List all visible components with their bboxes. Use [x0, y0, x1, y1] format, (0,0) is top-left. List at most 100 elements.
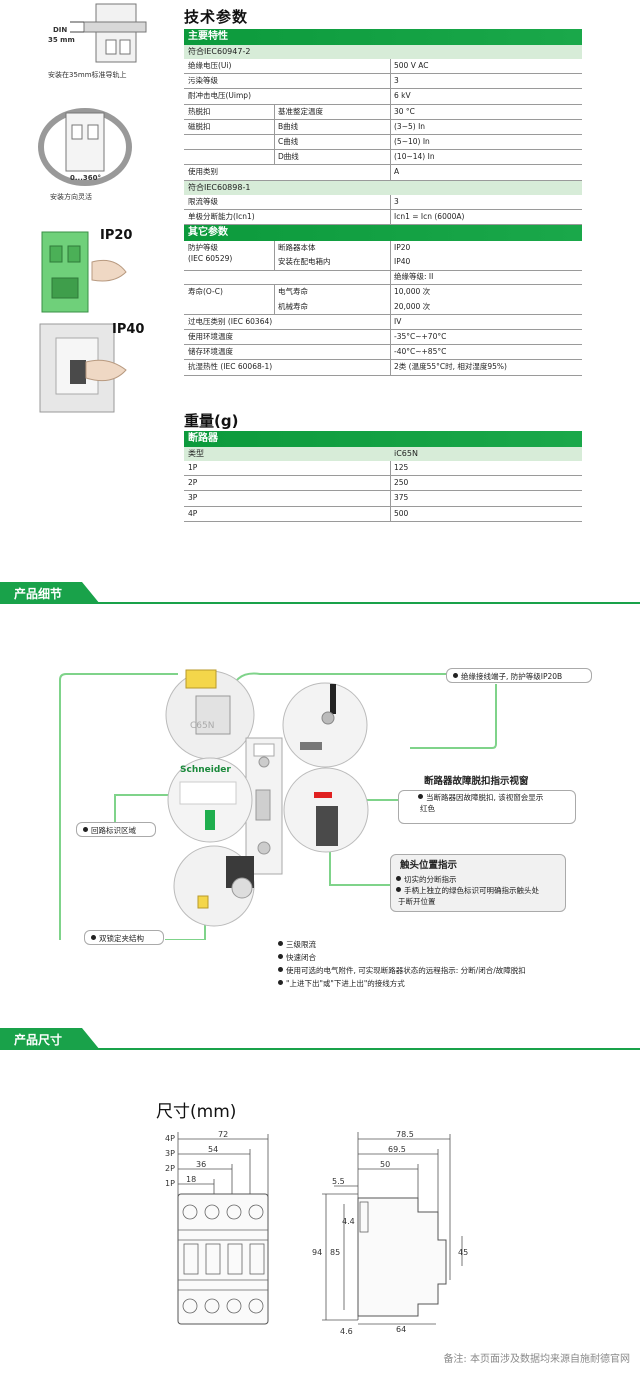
- protection-box-label: 安装在配电箱内: [278, 256, 331, 266]
- spec-row: 使用环境温度 -35°C~+70°C: [184, 330, 582, 346]
- contact-heading: 触头位置指示: [400, 860, 458, 871]
- weight-value: 125: [394, 463, 409, 472]
- spec-cell-c2: D曲线: [278, 152, 299, 162]
- weight-header: 断路器: [184, 431, 582, 447]
- feature-item: 使用可选的电气附件, 可实现断路器状态的远程指示: 分断/闭合/故障脱扣: [278, 964, 526, 977]
- protection-body-label: 断路器本体: [278, 242, 316, 252]
- spec-cell-c3: (3~5) In: [394, 121, 426, 131]
- ip40-label: IP40: [112, 322, 145, 337]
- bullet-icon: [83, 827, 88, 832]
- terminal-callout-text: 绝缘接线端子, 防护等级IP20B: [461, 672, 563, 681]
- life-label: 寿命(O-C): [188, 286, 223, 296]
- fault-window-text: 当断路器因故障脱扣, 该视窗会显示 红色: [418, 793, 544, 813]
- mechanical-life-label: 机械寿命: [278, 301, 308, 311]
- pole-label-3p: 3P: [165, 1149, 175, 1158]
- depth-50: 50: [380, 1160, 390, 1169]
- spec-cell-c3: -35°C~+70°C: [394, 332, 447, 342]
- bullet-icon: [278, 954, 283, 959]
- other-params-header: 其它参数: [184, 224, 582, 241]
- protection-label: 防护等级: [188, 242, 218, 252]
- width-36: 36: [196, 1160, 206, 1169]
- weight-value: 375: [394, 493, 409, 503]
- protection-row-group: 防护等级 (IEC 60529) 断路器本体 IP20 安装在配电箱内 IP40: [184, 240, 582, 271]
- spec-cell-c1: 抗湿热性 (IEC 60068-1): [188, 362, 273, 372]
- fault-window-heading: 断路器故障脱扣指示视窗: [424, 776, 529, 787]
- dim-85: 85: [330, 1248, 340, 1257]
- spec-cell-c3: (10~14) In: [394, 152, 435, 162]
- spec-cell-c3: -40°C~+85°C: [394, 347, 447, 357]
- spec-cell-c3: 3: [394, 76, 399, 86]
- pole-label-1p: 1P: [165, 1179, 175, 1188]
- details-banner: 产品细节: [0, 582, 640, 604]
- ip40-illustration: [39, 323, 127, 413]
- spec-cell-c1: 使用环境温度: [188, 332, 233, 342]
- details-banner-label: 产品细节: [14, 587, 63, 601]
- spec-row: D曲线 (10~14) In: [184, 150, 582, 166]
- din-caption: 安装在35mm标准导轨上: [48, 71, 127, 79]
- spec-cell-c3: 6 kV: [394, 91, 411, 101]
- spec-cell-c1: 过电压类别 (IEC 60364): [188, 316, 273, 326]
- product-detail-diagram: C65N Schneider: [59, 669, 497, 940]
- spec-cell-c1: 使用类别: [188, 167, 218, 177]
- spec-cell-c1: 耐冲击电压(Uimp): [188, 91, 251, 101]
- spec-title: 技术参数: [184, 8, 249, 26]
- weight-value: 500: [394, 508, 409, 518]
- dimensions-title: 尺寸(mm): [156, 1102, 237, 1122]
- spec-cell-c3: Icn1 = Icn (6000A): [394, 211, 465, 221]
- insulation-class-value: 绝缘等级: II: [394, 271, 434, 281]
- dim-45: 45: [458, 1248, 468, 1257]
- spec-cell-c3: (5~10) In: [394, 136, 430, 146]
- weight-type: 4P: [188, 508, 198, 518]
- weight-type: 1P: [188, 463, 198, 472]
- dim-94: 94: [312, 1248, 322, 1257]
- dimensions-banner: 产品尺寸: [0, 1028, 640, 1050]
- depth-78-5: 78.5: [396, 1130, 414, 1139]
- feature-list: 三级限流 快速闭合 使用可选的电气附件, 可实现断路器状态的远程指示: 分断/闭…: [278, 938, 526, 990]
- terminal-callout: 绝缘接线端子, 防护等级IP20B: [446, 668, 592, 683]
- contact-callout: [390, 854, 566, 912]
- insulation-class-row: 绝缘等级: II: [184, 270, 582, 285]
- spec-cell-c2: C曲线: [278, 136, 299, 146]
- spec-cell-c3: 3: [394, 196, 399, 206]
- main-features-header: 主要特性: [184, 29, 582, 45]
- life-row-group: 寿命(O-C) 电气寿命 10,000 次 机械寿命 20,000 次: [184, 284, 582, 315]
- standard-iec60947: 符合IEC60947-2: [184, 45, 582, 59]
- svg-text:Schneider: Schneider: [180, 765, 231, 775]
- feature-item: "上进下出"或"下进上出"的接线方式: [278, 977, 526, 990]
- spec-cell-c1: 磁脱扣: [188, 121, 211, 131]
- contact-text: 切实的分断指示 手柄上独立的绿色标识可明确指示触头处 于断开位置: [396, 875, 539, 906]
- spec-cell-c1: 单极分断能力(Icn1): [188, 211, 255, 221]
- spec-row: C曲线 (5~10) In: [184, 134, 582, 151]
- electrical-life-label: 电气寿命: [278, 286, 308, 296]
- spec-cell-c1: 绝缘电压(Ui): [188, 61, 232, 70]
- width-72: 72: [218, 1130, 228, 1139]
- width-18: 18: [186, 1175, 196, 1184]
- spec-cell-c1: 储存环境温度: [188, 347, 233, 357]
- dim-64: 64: [396, 1325, 406, 1334]
- spec-row: 单极分断能力(Icn1) Icn1 = Icn (6000A): [184, 209, 582, 225]
- feature-item: 三级限流: [278, 938, 526, 951]
- pole-label-2p: 2P: [165, 1164, 175, 1173]
- rotation-illustration: [38, 108, 132, 186]
- spec-cell-c3: 2类 (温度55°C时, 相对湿度95%): [394, 362, 507, 372]
- mechanical-life-value: 20,000 次: [394, 301, 431, 311]
- standard-iec60898: 符合IEC60898-1: [184, 180, 582, 195]
- fault-window-callout: [398, 790, 576, 824]
- weight-col-model: iC65N: [394, 449, 418, 458]
- electrical-life-value: 10,000 次: [394, 286, 431, 296]
- weight-col-header: 类型 iC65N: [184, 447, 582, 461]
- weight-row: 1P 125: [184, 461, 582, 477]
- weight-value: 250: [394, 478, 409, 488]
- bullet-icon: [91, 935, 96, 940]
- bullet-icon: [453, 673, 458, 678]
- spec-row: 绝缘电压(Ui)500 V AC: [184, 59, 582, 75]
- weight-title: 重量(g): [184, 412, 239, 430]
